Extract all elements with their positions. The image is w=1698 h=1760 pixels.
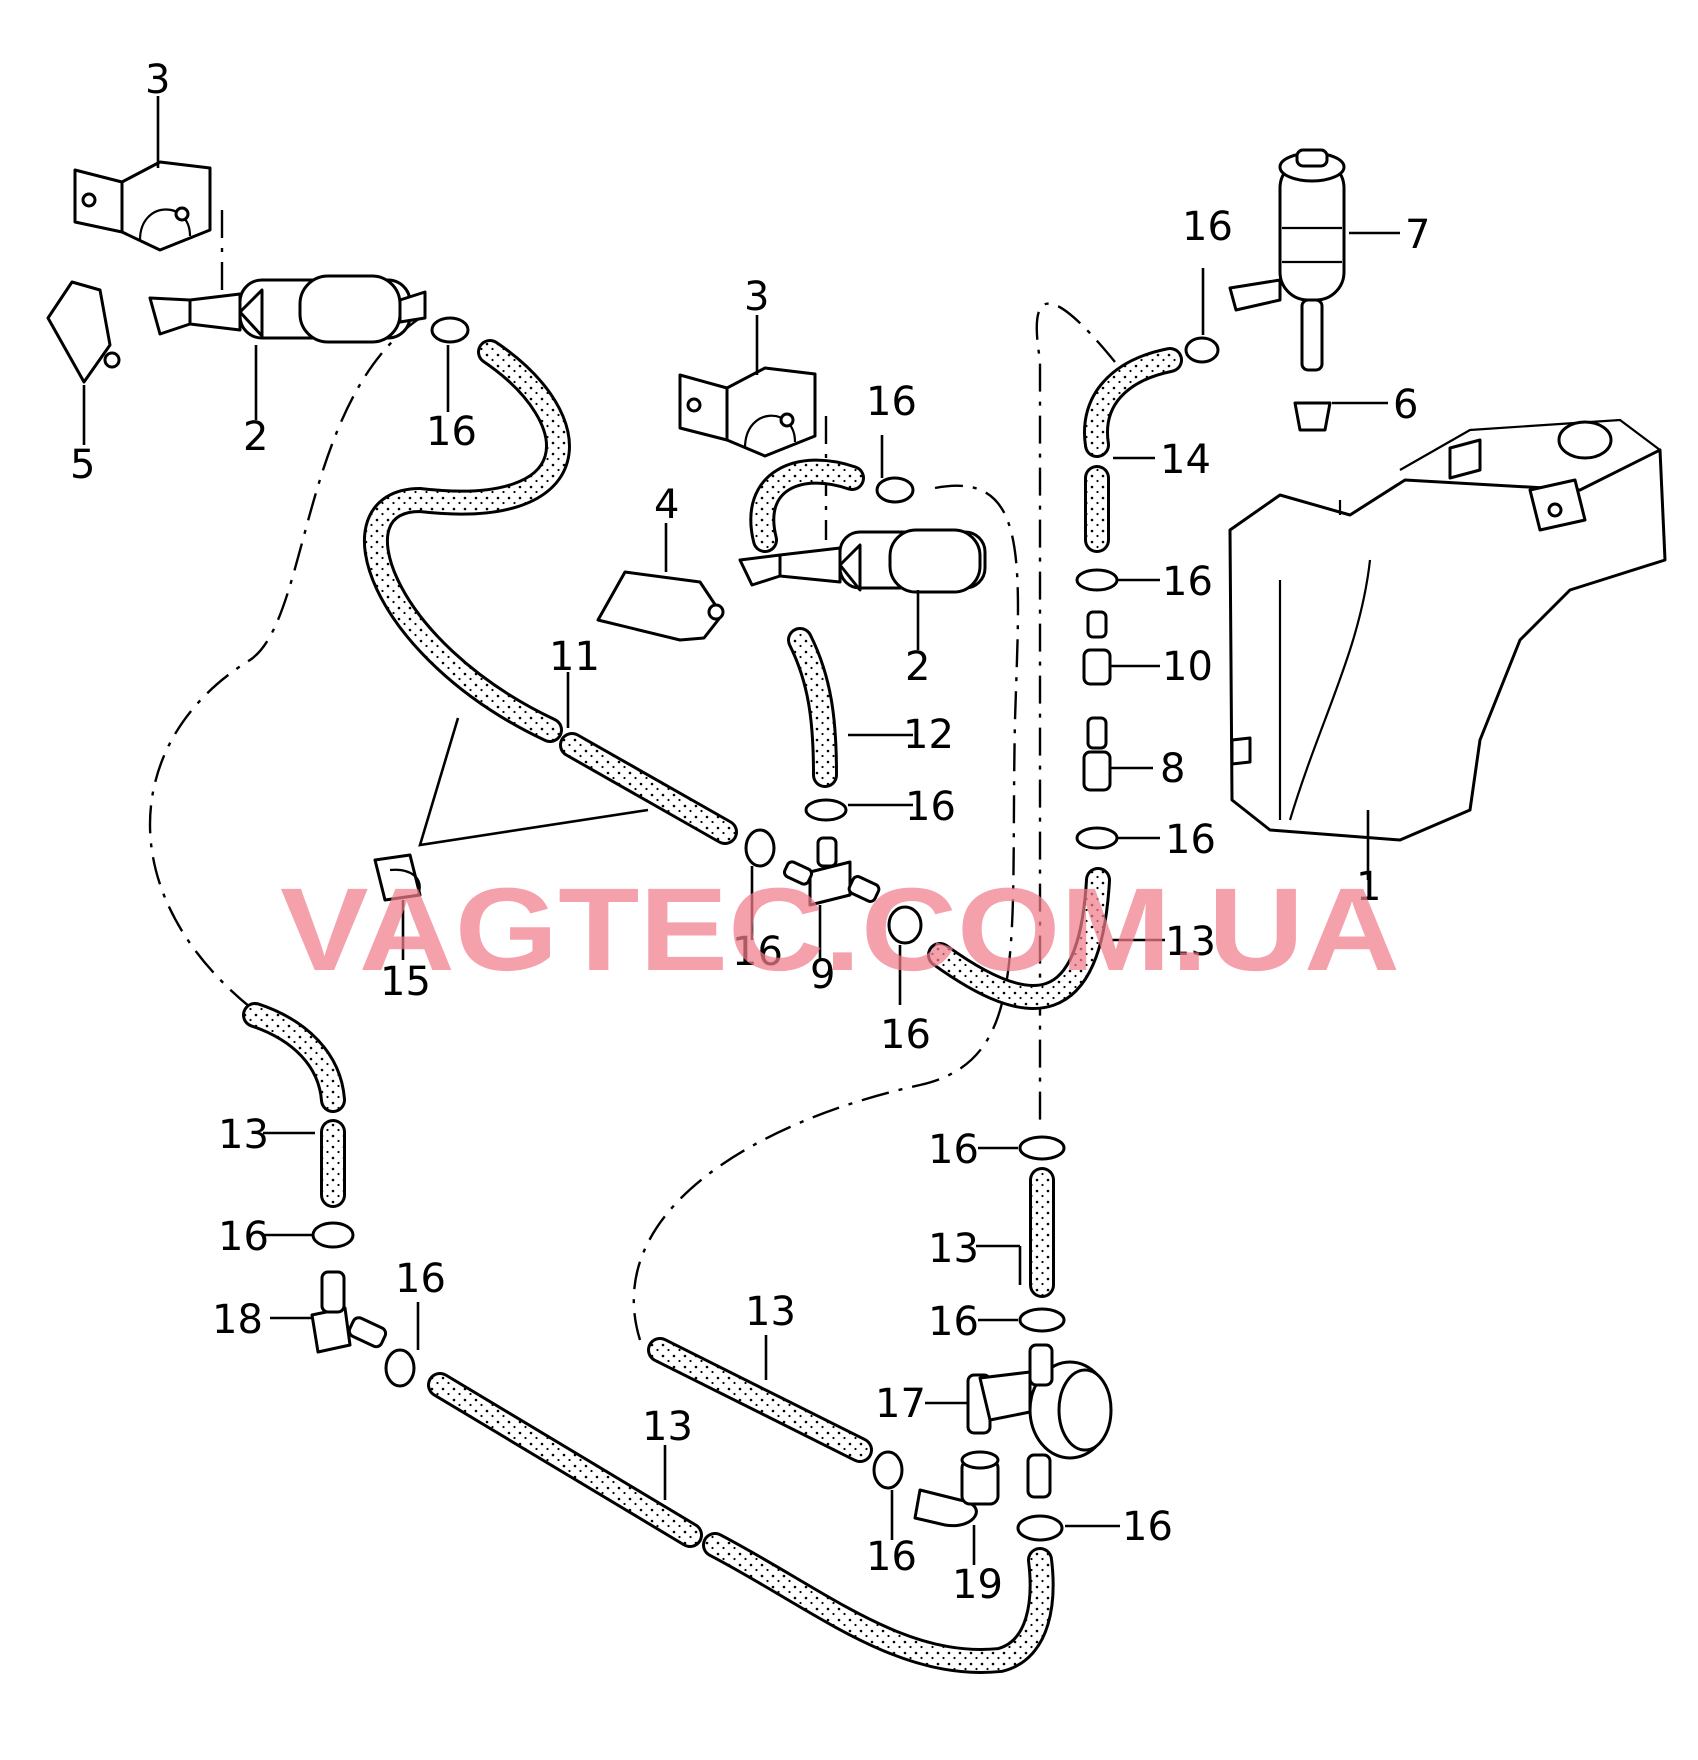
callout-13: 13 <box>745 1289 796 1335</box>
callout-16: 16 <box>905 784 956 830</box>
callout-6: 6 <box>1393 382 1418 428</box>
callout-13: 13 <box>642 1404 693 1450</box>
callout-19: 19 <box>952 1562 1003 1608</box>
callout-12: 12 <box>903 712 954 758</box>
cap-5-icon <box>46 280 112 384</box>
callout-4: 4 <box>654 482 679 528</box>
reservoir-1-icon <box>1228 418 1667 842</box>
cap-4-icon <box>596 570 724 642</box>
callout-16: 16 <box>880 1012 931 1058</box>
callout-16: 16 <box>1165 817 1216 863</box>
connector-8-icon <box>1082 716 1112 792</box>
callout-8: 8 <box>1160 746 1185 792</box>
callout-11: 11 <box>549 634 600 680</box>
callout-16: 16 <box>928 1299 979 1345</box>
hoses <box>242 339 1183 1674</box>
callout-labels: 1 2 2 3 3 4 5 6 7 8 9 10 11 12 13 13 13 … <box>70 57 1430 1608</box>
clip-15-icon <box>373 853 422 902</box>
clamp-icon <box>311 1221 355 1249</box>
clamp-icon <box>430 316 470 344</box>
clamp-icon <box>744 828 776 868</box>
callout-16: 16 <box>866 379 917 425</box>
callout-16: 16 <box>218 1214 269 1260</box>
bracket-3-left-icon <box>73 160 212 252</box>
clamp-icon <box>1018 1135 1066 1161</box>
bracket-3-center-icon <box>678 366 817 458</box>
clamp-icon <box>384 1348 416 1388</box>
callout-2: 2 <box>243 414 268 460</box>
clamp-icon <box>1018 1307 1066 1333</box>
callout-16: 16 <box>395 1256 446 1302</box>
hose-clamps <box>311 316 1220 1542</box>
callout-16: 16 <box>1182 204 1233 250</box>
callout-5: 5 <box>70 442 95 488</box>
callout-3: 3 <box>744 274 769 320</box>
valve-17-icon <box>966 1343 1113 1499</box>
callout-10: 10 <box>1162 644 1213 690</box>
clamp-icon <box>1075 568 1119 592</box>
connector-10-icon <box>1082 610 1112 686</box>
callout-7: 7 <box>1405 212 1430 258</box>
callout-13: 13 <box>1165 919 1216 965</box>
nozzle-2-left-icon <box>148 274 427 344</box>
callout-16: 16 <box>928 1127 979 1173</box>
callout-15: 15 <box>380 959 431 1005</box>
clamp-icon <box>804 798 848 822</box>
elbow-19-icon <box>913 1450 1000 1528</box>
callout-14: 14 <box>1160 437 1211 483</box>
callout-16: 16 <box>1122 1504 1173 1550</box>
connector-18-icon <box>310 1270 388 1354</box>
clamp-icon <box>872 1450 904 1490</box>
nozzle-2-center-icon <box>738 528 987 594</box>
callout-16: 16 <box>732 929 783 975</box>
clamp-icon <box>887 905 923 945</box>
callout-2: 2 <box>905 644 930 690</box>
callout-13: 13 <box>928 1226 979 1272</box>
callout-3: 3 <box>145 57 170 103</box>
callout-18: 18 <box>212 1297 263 1343</box>
callout-16: 16 <box>866 1534 917 1580</box>
grommet-6-icon <box>1293 401 1332 432</box>
callout-16: 16 <box>1162 559 1213 605</box>
clamp-icon <box>875 476 915 504</box>
t-piece-9-icon <box>782 836 881 907</box>
clamp-icon <box>1075 826 1119 850</box>
pump-7-icon <box>1228 148 1346 372</box>
callout-13: 13 <box>218 1112 269 1158</box>
callout-17: 17 <box>875 1381 926 1427</box>
leader-lines <box>82 96 1400 1565</box>
clamp-icon <box>1184 336 1220 364</box>
watermark-text: VAGTEC.COM.UA <box>280 864 1400 996</box>
callout-16: 16 <box>426 409 477 455</box>
callout-9: 9 <box>810 952 835 998</box>
clamp-icon <box>1016 1514 1064 1542</box>
callout-1: 1 <box>1356 864 1381 910</box>
